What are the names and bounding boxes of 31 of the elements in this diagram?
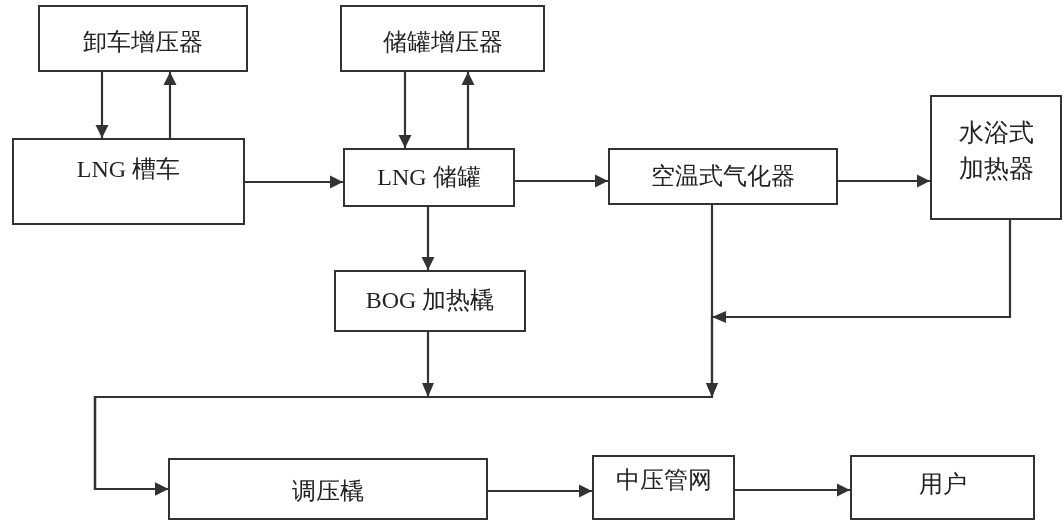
process-box xyxy=(592,455,735,520)
process-box xyxy=(340,5,545,72)
process-box xyxy=(12,138,245,225)
process-box xyxy=(608,148,838,205)
arrow xyxy=(735,483,850,497)
arrow xyxy=(93,220,1012,496)
process-box xyxy=(38,5,248,72)
box-label: 储罐增压器 xyxy=(382,27,503,57)
arrow xyxy=(245,175,343,189)
arrow xyxy=(838,174,930,188)
box-label: LNG 槽车 xyxy=(76,155,181,184)
box-label: LNG 储罐 xyxy=(377,162,481,192)
process-box xyxy=(334,270,526,332)
box-label: 用户 xyxy=(918,470,967,499)
process-box xyxy=(930,95,1062,220)
arrow xyxy=(488,484,592,498)
process-box xyxy=(343,148,515,207)
box-label: 调压橇 xyxy=(292,477,364,507)
arrow xyxy=(398,72,412,148)
arrow xyxy=(163,72,177,138)
process-box xyxy=(850,455,1035,520)
arrow xyxy=(421,207,435,270)
box-label: 空温式气化器 xyxy=(651,161,795,191)
arrow xyxy=(95,72,109,138)
arrow xyxy=(461,72,475,148)
box-label: 水浴式加热器 xyxy=(957,117,1035,186)
box-label: 中压管网 xyxy=(615,466,712,495)
process-box xyxy=(168,458,488,520)
arrow xyxy=(515,174,608,188)
box-label: 卸车增压器 xyxy=(83,27,203,57)
box-label: BOG 加热橇 xyxy=(365,286,495,316)
